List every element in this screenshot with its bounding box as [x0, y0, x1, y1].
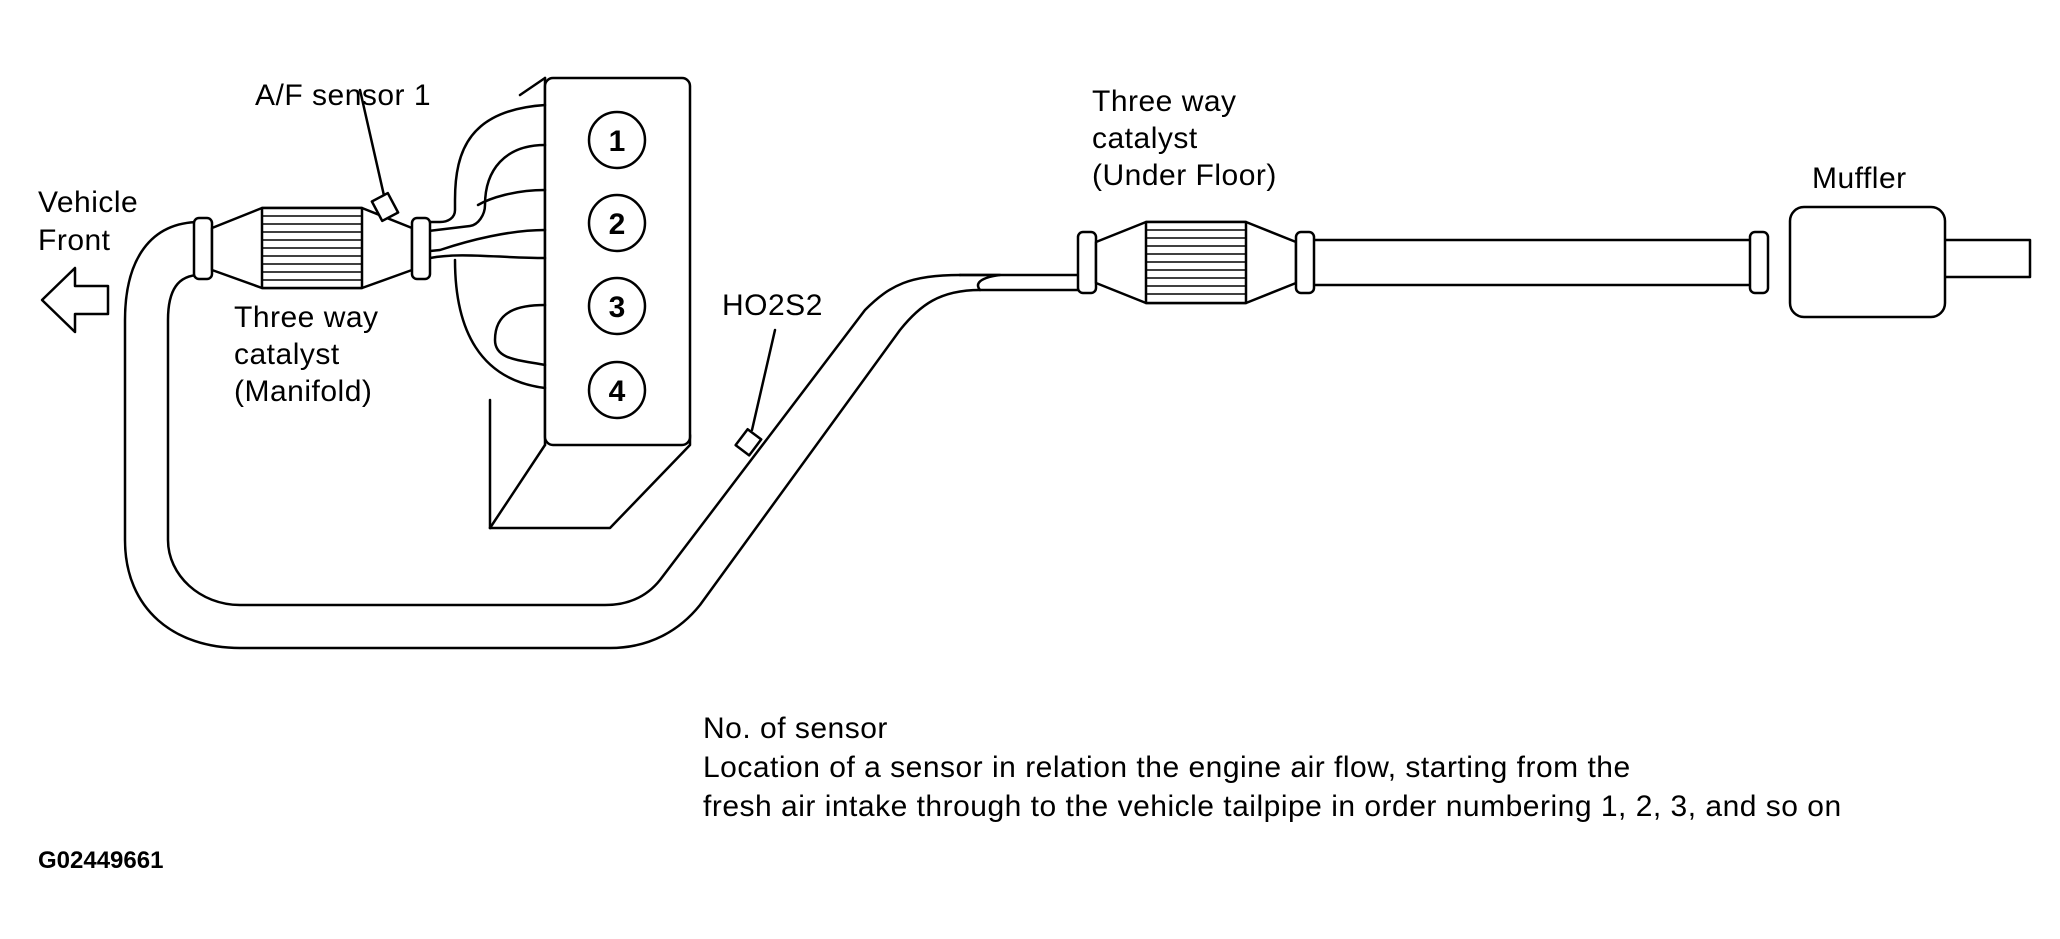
underfloor-catalyst-label-line1: Three way — [1092, 85, 1237, 118]
cylinder-1: 1 — [587, 110, 647, 170]
svg-text:4: 4 — [609, 375, 626, 408]
muffler-label: Muffler — [1812, 162, 1907, 195]
exhaust-manifold — [418, 103, 547, 390]
labels: Vehicle Front A/F sensor 1 Three way cat… — [38, 79, 1907, 408]
underfloor-catalyst-label-line3: (Under Floor) — [1092, 159, 1277, 192]
svg-text:3: 3 — [609, 291, 626, 324]
ho2s2-sensor — [734, 328, 777, 457]
cylinder-4: 4 — [587, 360, 647, 420]
svg-text:2: 2 — [609, 208, 626, 241]
underfloor-catalyst — [1076, 220, 1316, 305]
svg-text:1: 1 — [609, 125, 626, 158]
af-sensor-label: A/F sensor 1 — [255, 79, 431, 112]
muffler — [1748, 205, 1947, 319]
vehicle-front-arrow-icon — [40, 266, 110, 334]
engine-block — [488, 76, 692, 530]
sensor-numbering-note: No. of sensor Location of a sensor in re… — [703, 712, 1842, 823]
manifold-catalyst — [192, 206, 432, 290]
vehicle-front-label-line1: Vehicle — [38, 186, 138, 219]
af-sensor-1 — [358, 88, 400, 223]
manifold-catalyst-label-line3: (Manifold) — [234, 375, 372, 408]
figure-code: G02449661 — [38, 847, 163, 874]
note-line1: Location of a sensor in relation the eng… — [703, 751, 1631, 784]
cylinder-2: 2 — [587, 193, 647, 253]
note-title: No. of sensor — [703, 712, 888, 745]
cylinder-3: 3 — [587, 276, 647, 336]
exhaust-pipe — [123, 220, 2032, 650]
vehicle-front-label-line2: Front — [38, 224, 111, 257]
manifold-catalyst-label-line2: catalyst — [234, 338, 340, 371]
underfloor-catalyst-label-line2: catalyst — [1092, 122, 1198, 155]
note-line2: fresh air intake through to the vehicle … — [703, 790, 1842, 823]
cylinder-list: 1 2 3 4 — [587, 110, 647, 420]
ho2s2-label: HO2S2 — [722, 289, 823, 322]
manifold-catalyst-label-line1: Three way — [234, 301, 379, 334]
